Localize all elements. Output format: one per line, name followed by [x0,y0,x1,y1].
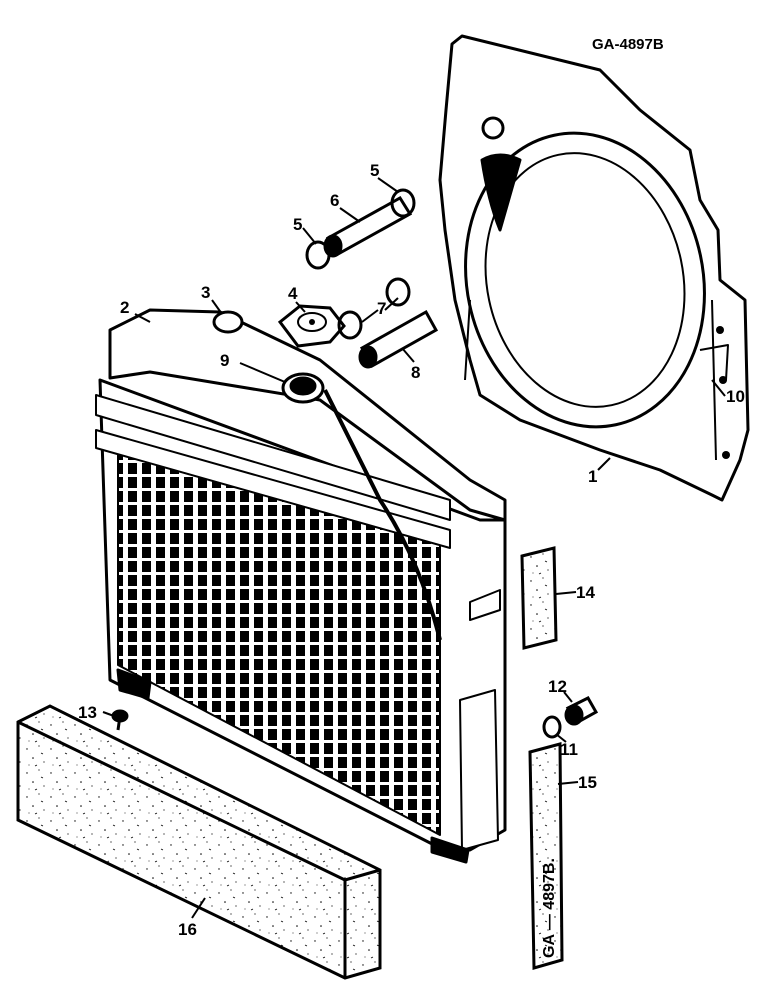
callout-7: 7 [377,299,386,318]
callout-9: 9 [220,351,229,370]
callout-5b: 5 [293,215,302,234]
screw [111,709,129,731]
hose-clamp [337,277,411,340]
callout-5a: 5 [370,161,379,180]
callout-4: 4 [288,284,298,303]
callout-2: 2 [120,298,129,317]
callout-11: 11 [560,740,578,759]
outlet-neck [212,310,244,334]
drain-plug [564,696,599,726]
callout-1: 1 [588,467,597,486]
washer [542,715,562,739]
seal-block [16,704,382,980]
radiator [95,308,507,864]
radiator-cap [277,304,346,348]
seal-small [520,546,558,650]
shroud-bolts [716,326,730,459]
callout-12: 12 [548,677,567,696]
seal-vertical [528,742,564,970]
side-drawing-code: GA — 4897B. [541,858,558,958]
callout-14: 14 [576,583,595,602]
filler-neck [281,372,325,404]
hose-clamp [305,188,416,270]
callout-3: 3 [201,283,210,302]
callout-16: 16 [178,920,197,939]
callout-13: 13 [78,703,97,722]
leader-lines [102,177,726,919]
callout-15: 15 [578,773,597,792]
fan-shroud [438,34,750,502]
callout-6: 6 [330,191,339,210]
lower-hose [358,309,439,369]
callout-10: 10 [726,387,745,406]
callout-labels: 1 2 3 4 5 5 6 7 8 9 10 11 12 13 14 15 16 [78,161,745,939]
drawing-code: GA-4897B [592,36,664,53]
callout-8: 8 [411,363,420,382]
